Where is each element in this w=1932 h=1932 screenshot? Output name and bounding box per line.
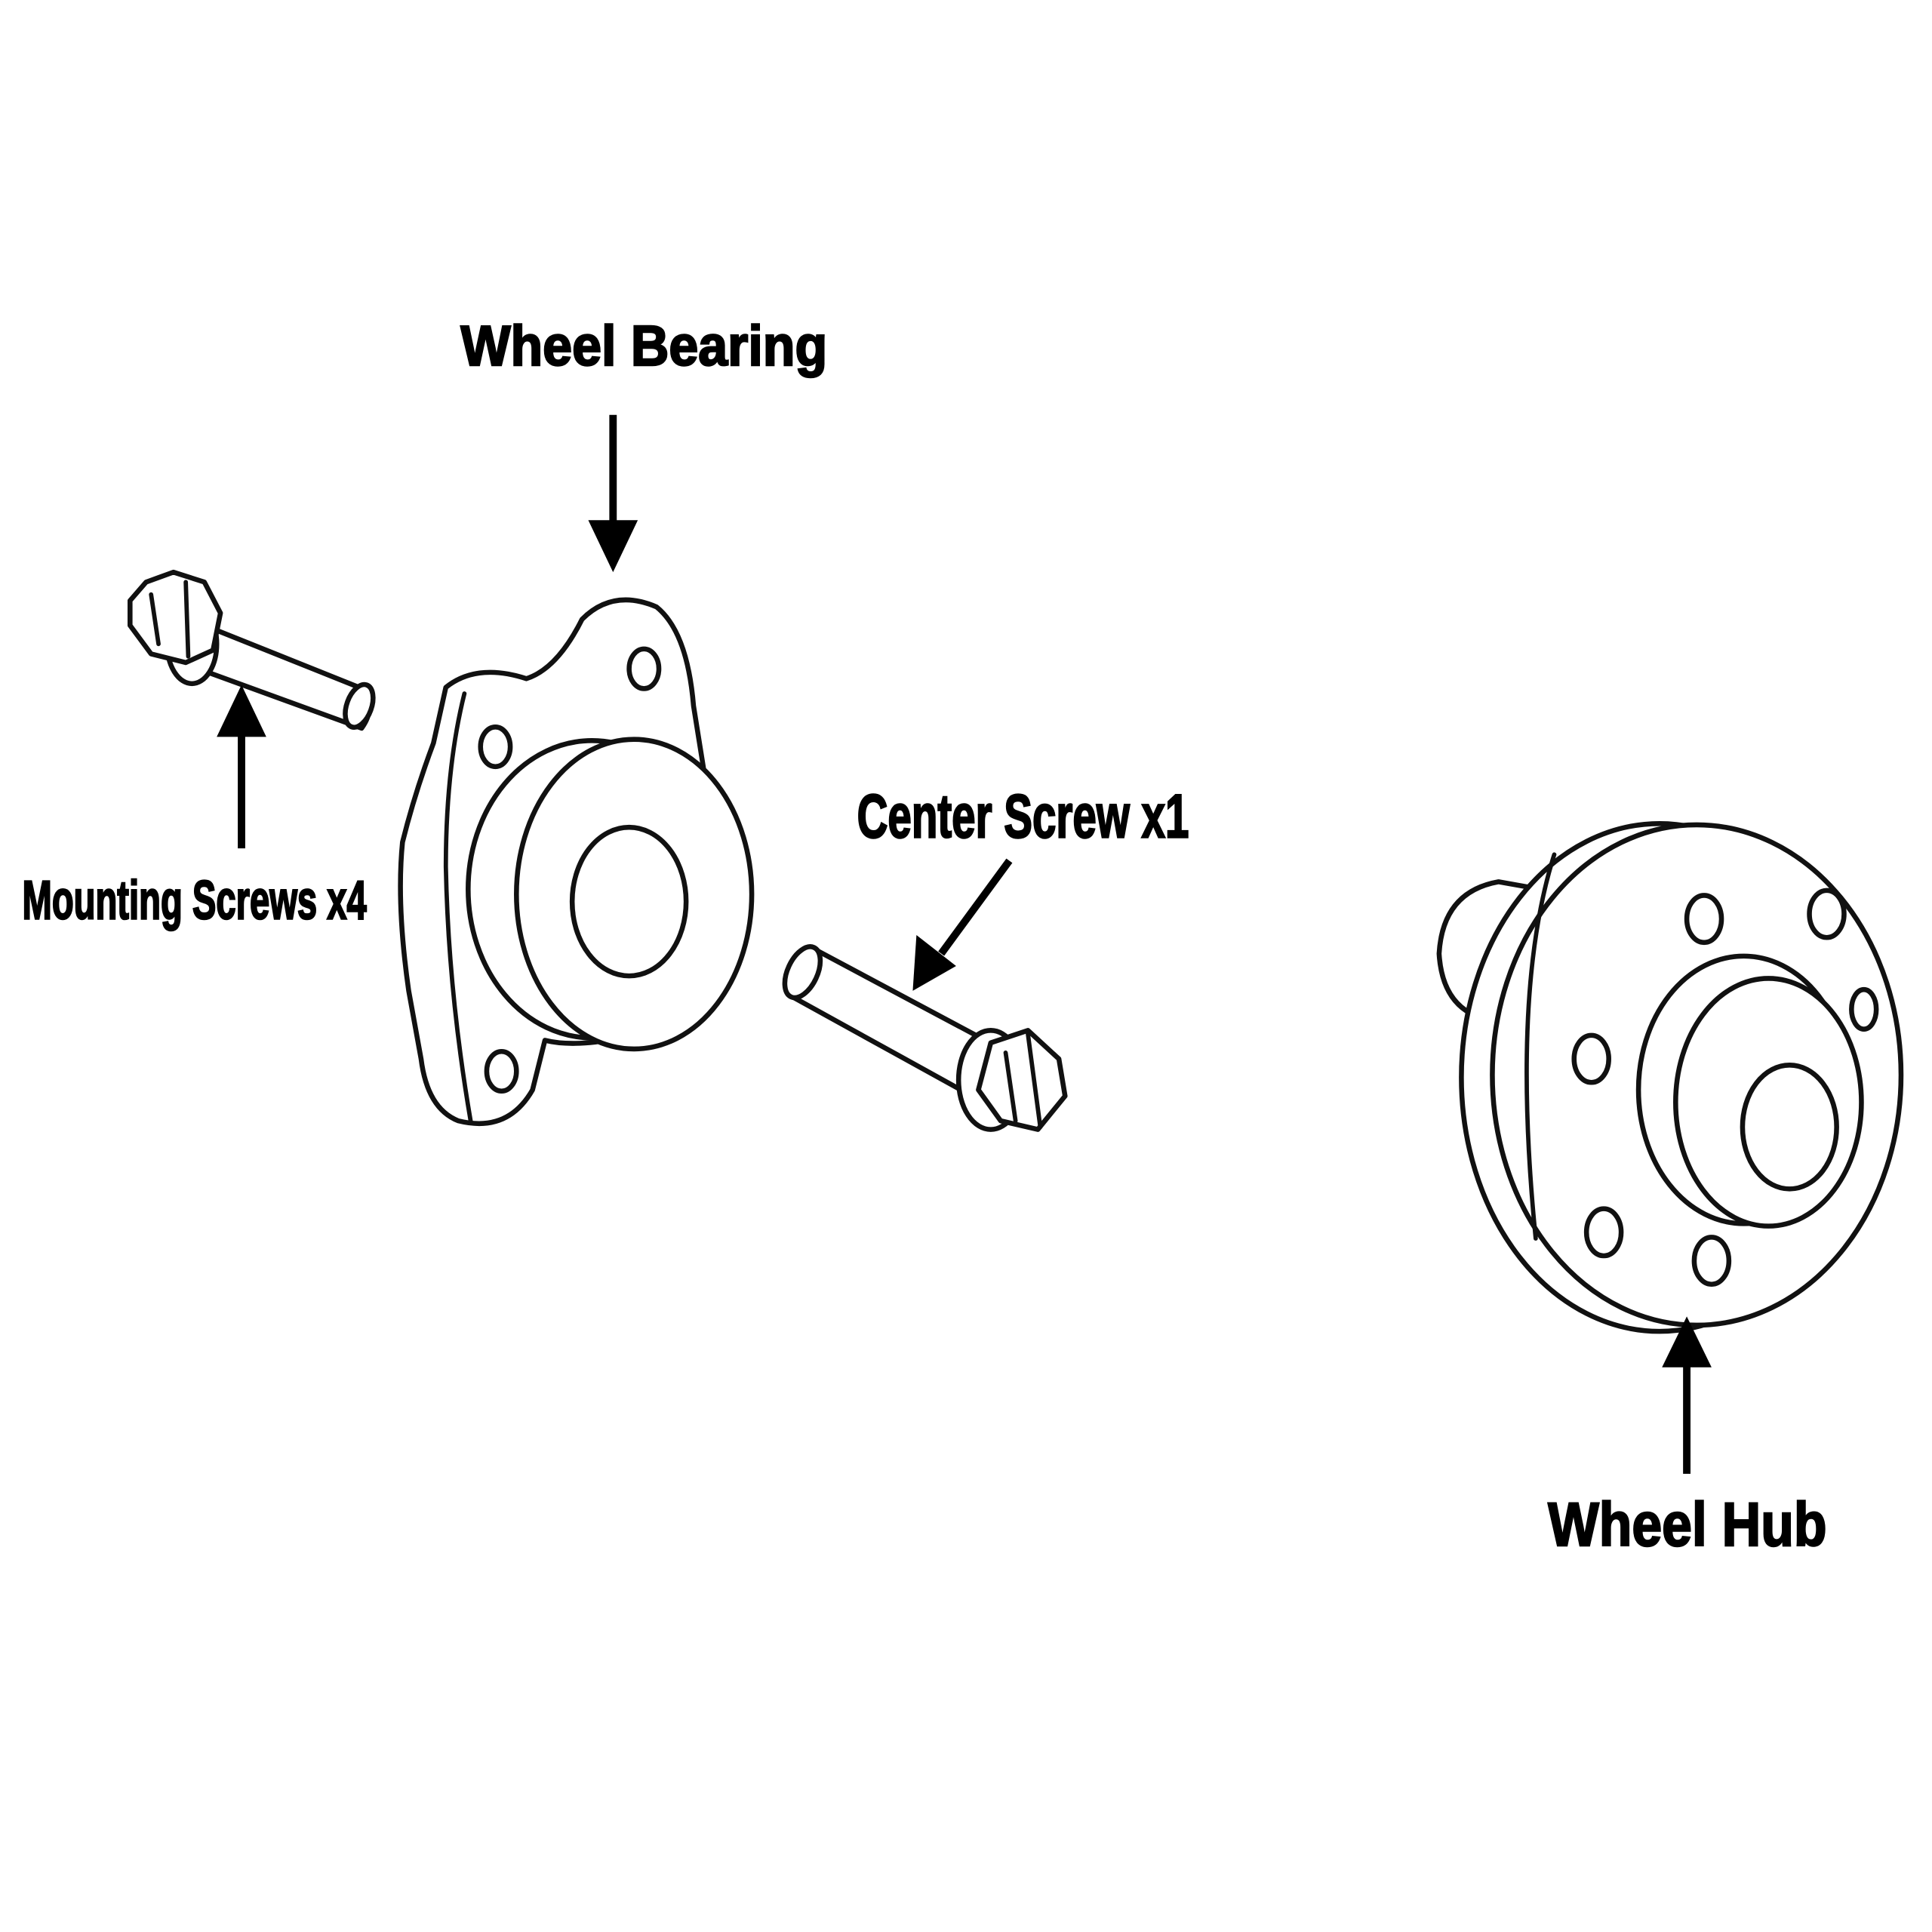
wheel-bearing bbox=[398, 597, 755, 1126]
center-screw bbox=[782, 944, 1068, 1132]
arrow-wheel-hub bbox=[1662, 1316, 1712, 1474]
label-wheel-hub: Wheel Hub bbox=[1548, 1491, 1826, 1559]
arrow-wheel-bearing bbox=[588, 414, 638, 573]
wheel-hub bbox=[1436, 821, 1904, 1334]
arrow-center-screw bbox=[912, 858, 1013, 991]
label-mounting-screws: Mounting Screws x4 bbox=[23, 871, 367, 931]
label-wheel-bearing: Wheel Bearing bbox=[460, 314, 827, 377]
mounting-screw bbox=[128, 569, 376, 731]
arrow-mounting-screws bbox=[217, 685, 266, 849]
label-center-screw: Center Screw x1 bbox=[857, 782, 1189, 851]
